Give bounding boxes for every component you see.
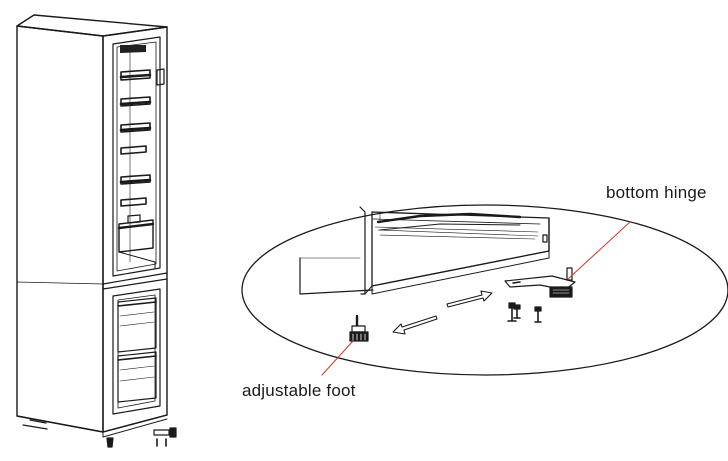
- fridge-side-panel: [16, 25, 104, 433]
- fridge-freezer: [16, 14, 177, 448]
- detail-magnified-view: [241, 204, 728, 376]
- callout-line-bottom-hinge: [567, 221, 631, 280]
- callout-line-adjustable-foot: [321, 340, 354, 376]
- fridge-shelves: [117, 45, 156, 269]
- fridge-divider: [102, 272, 168, 290]
- freezer-compartment: [112, 288, 161, 415]
- detail-fridge-bottom: [299, 206, 550, 295]
- bottom-hinge-part: [504, 267, 576, 298]
- bottom-hinge-label: bottom hinge: [606, 183, 707, 202]
- fridge-base: [16, 414, 168, 433]
- adjustable-foot-label: adjustable foot: [242, 381, 356, 400]
- hinge-screws: [507, 302, 542, 323]
- outline-arrow-right-icon: [446, 290, 493, 308]
- fridge-floor-parts: [106, 427, 177, 448]
- fridge-top: [16, 14, 168, 37]
- fridge-control-panel: [156, 68, 165, 86]
- outline-arrow-left-icon: [392, 315, 438, 335]
- detail-ellipse: [241, 204, 728, 376]
- fridge-inner-liner: [112, 36, 161, 277]
- adjustable-foot-part: [349, 314, 369, 342]
